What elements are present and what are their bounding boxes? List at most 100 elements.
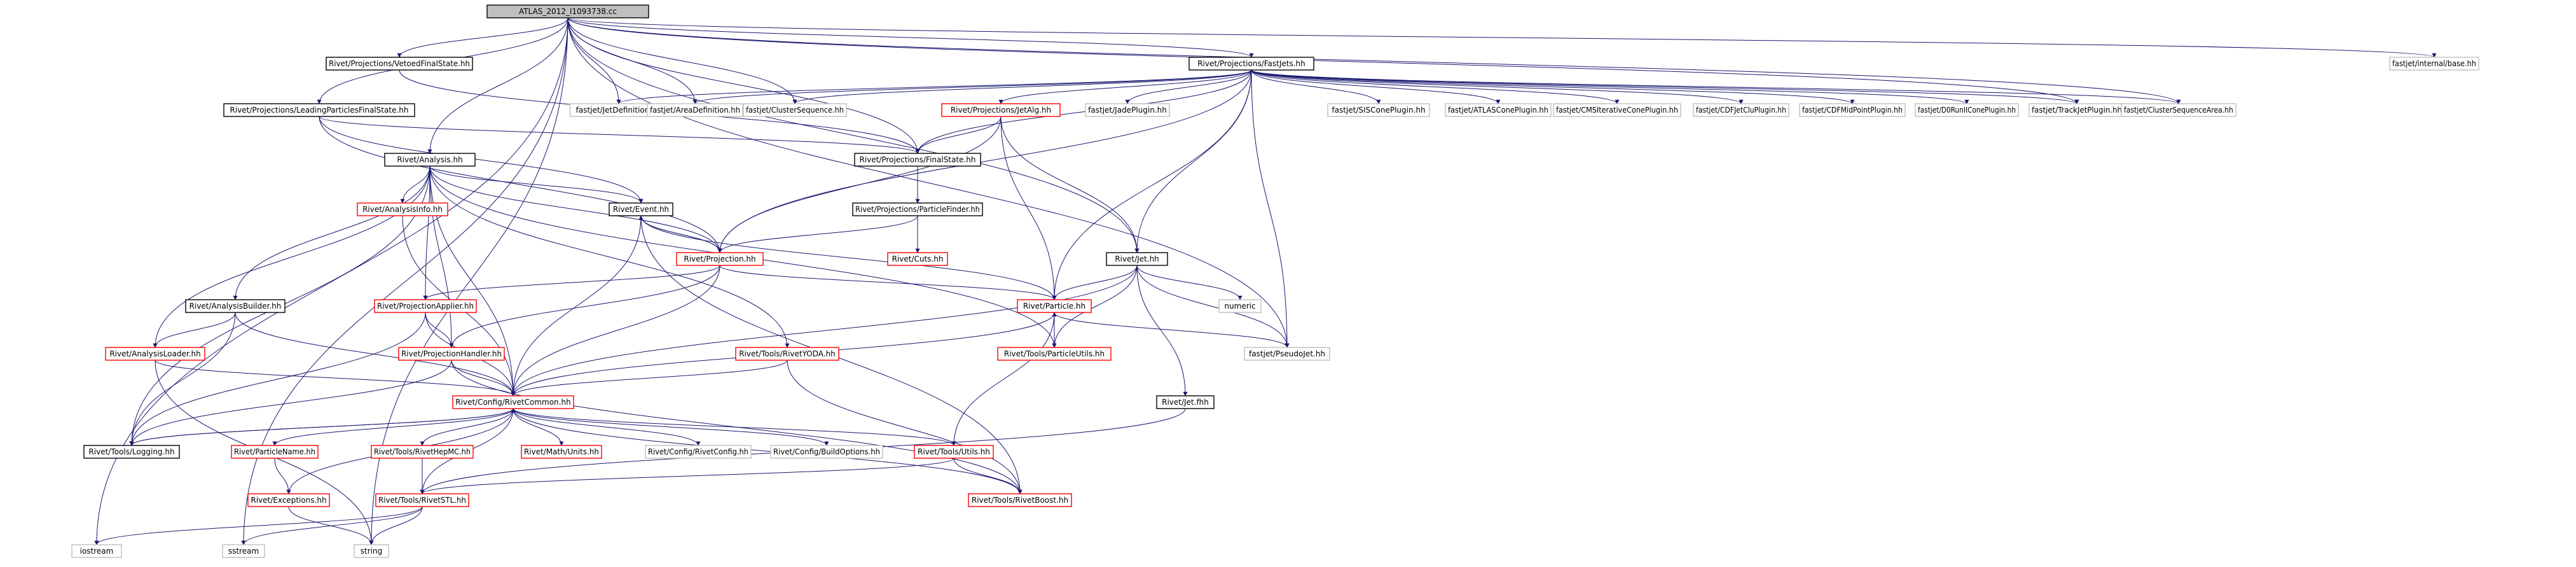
node-fastjets[interactable]: Rivet/Projections/FastJets.hh [1188,57,1314,71]
edge-analysisloader-to-rivetcommon [155,360,516,396]
node-box [676,252,764,266]
edge-fastjets-to-jetdef [616,69,1252,104]
edge-projection-to-event [638,215,720,253]
node-jetalg[interactable]: Rivet/Projections/JetAlg.hh [941,103,1061,117]
edge-rivetyoda-to-rivetcommon [511,360,788,396]
node-projection[interactable]: Rivet/Projection.hh [676,252,764,266]
edge-jetalg-to-particle [1000,116,1057,300]
node-rivetyoda[interactable]: Rivet/Tools/RivetYODA.hh [735,347,839,361]
node-box [371,445,474,459]
node-particle[interactable]: Rivet/Particle.hh [1017,299,1092,313]
node-label: fastjet/JetDefinition.hh [576,106,662,115]
node-label: Rivet/ParticleName.hh [234,447,315,456]
node-label: Rivet/AnalysisBuilder.hh [189,302,282,311]
node-cuts[interactable]: Rivet/Cuts.hh [887,252,948,266]
node-label: fastjet/D0RunIIConePlugin.hh [1918,106,2016,115]
node-box [326,57,473,71]
node-internal_base: fastjet/internal/base.hh [2389,57,2479,71]
edge-toolsutils-to-rivetstl [420,458,954,494]
node-iostream: iostream [71,544,122,558]
node-vetoed[interactable]: Rivet/Projections/VetoedFinalState.hh [326,57,473,71]
edge-rivetcommon-to-rivetconfig [513,408,701,446]
edge-jet-to-numeric [1136,265,1243,300]
node-box [71,544,122,558]
node-logging[interactable]: Rivet/Tools/Logging.hh [83,445,180,459]
edge-root-to-trackjet [567,17,2079,104]
node-analysisloader[interactable]: Rivet/AnalysisLoader.hh [105,347,205,361]
node-label: fastjet/ClusterSequence.hh [746,106,844,115]
node-box [645,445,752,459]
node-label: Rivet/Projections/VetoedFinalState.hh [329,59,470,68]
node-analysis[interactable]: Rivet/Analysis.hh [384,153,476,167]
node-box [374,299,477,313]
node-label: Rivet/Projections/LeadingParticlesFinalS… [230,106,409,115]
edge-fastjets-to-jet [1134,69,1252,253]
node-root[interactable]: ATLAS_2012_I1093738.cc [486,4,649,18]
node-box [941,103,1061,117]
edge-jet-to-jetfhh [1136,265,1188,396]
node-box [222,544,265,558]
node-label: Rivet/Tools/RivetYODA.hh [739,349,836,358]
edge-rivetcommon-to-buildoptions [513,408,829,446]
node-finalstate[interactable]: Rivet/Projections/FinalState.hh [854,153,981,167]
node-label: fastjet/TrackJetPlugin.hh [2032,106,2122,115]
node-label: Rivet/Projection.hh [684,255,755,263]
edge-projection-to-rivetcommon [511,265,720,396]
node-box [735,347,839,361]
node-d0runii: fastjet/D0RunIIConePlugin.hh [1915,103,2019,117]
node-label: Rivet/ProjectionHandler.hh [401,349,502,358]
node-mathunits[interactable]: Rivet/Math/Units.hh [521,445,602,459]
node-jetfhh[interactable]: Rivet/Jet.fhh [1156,395,1215,409]
node-label: fastjet/ClusterSequenceArea.hh [2124,106,2233,115]
node-particleutils[interactable]: Rivet/Tools/ParticleUtils.hh [997,347,1112,361]
edge-jet-to-pseudojet [1136,265,1290,348]
node-label: Rivet/Projections/ParticleFinder.hh [855,205,980,214]
edge-root-to-finalstate [567,17,920,154]
node-analysisinfo[interactable]: Rivet/AnalysisInfo.hh [357,202,448,216]
node-label: Rivet/Particle.hh [1023,302,1085,311]
node-clusterseq: fastjet/ClusterSequence.hh [743,103,847,117]
node-cmscone: fastjet/CMSIterativeConePlugin.hh [1553,103,1681,117]
node-jet[interactable]: Rivet/Jet.hh [1106,252,1168,266]
edge-fastjets-to-areadef [692,69,1252,104]
edge-rivetstl-to-sstream [241,506,423,545]
node-label: Rivet/Config/BuildOptions.hh [773,447,880,456]
node-trackjet: fastjet/TrackJetPlugin.hh [2028,103,2125,117]
node-projapplier[interactable]: Rivet/ProjectionApplier.hh [374,299,477,313]
node-box [854,153,981,167]
edge-rivetstl-to-string [369,506,423,545]
node-label: Rivet/Projections/JetAlg.hh [951,106,1051,115]
edge-leading-to-finalstate [319,116,920,154]
node-leading[interactable]: Rivet/Projections/LeadingParticlesFinalS… [223,103,415,117]
node-toolsutils[interactable]: Rivet/Tools/Utils.hh [914,445,994,459]
edge-logging-to-rivetcommon [131,408,516,446]
node-label: string [361,547,382,556]
node-box [1553,103,1681,117]
node-rivetboost[interactable]: Rivet/Tools/RivetBoost.hh [968,493,1072,507]
edge-projection-to-projhandler [449,265,720,348]
node-rivethepmc[interactable]: Rivet/Tools/RivetHepMC.hh [371,445,474,459]
node-rivetcommon[interactable]: Rivet/Config/RivetCommon.hh [452,395,574,409]
node-label: fastjet/ATLASConePlugin.hh [1448,106,1548,115]
edge-root-to-clusterseqarea [567,17,2181,104]
node-particlefinder[interactable]: Rivet/Projections/ParticleFinder.hh [852,202,983,216]
edge-root-to-analysis [427,17,568,154]
node-analysisbuilder[interactable]: Rivet/AnalysisBuilder.hh [185,299,286,313]
node-projhandler[interactable]: Rivet/ProjectionHandler.hh [398,347,505,361]
node-jadeplugin: fastjet/JadePlugin.hh [1085,103,1170,117]
edge-root-to-sstream [241,17,568,545]
node-particlename[interactable]: Rivet/ParticleName.hh [231,445,319,459]
edge-analysis-to-rivetcommon [429,165,516,396]
edge-particlename-to-exceptions [274,458,291,494]
node-rivetconfig: Rivet/Config/RivetConfig.hh [645,445,752,459]
node-box [609,202,673,216]
node-label: Rivet/Projections/FastJets.hh [1197,59,1305,68]
node-rivetstl[interactable]: Rivet/Tools/RivetSTL.hh [375,493,469,507]
node-event[interactable]: Rivet/Event.hh [609,202,673,216]
edge-fastjets-to-cmscone [1251,69,1620,104]
edge-analysis-to-projhandler [429,165,454,348]
node-exceptions[interactable]: Rivet/Exceptions.hh [247,493,330,507]
node-box [1244,347,1330,361]
node-label: Rivet/Tools/Logging.hh [88,447,174,456]
node-box [1445,103,1552,117]
